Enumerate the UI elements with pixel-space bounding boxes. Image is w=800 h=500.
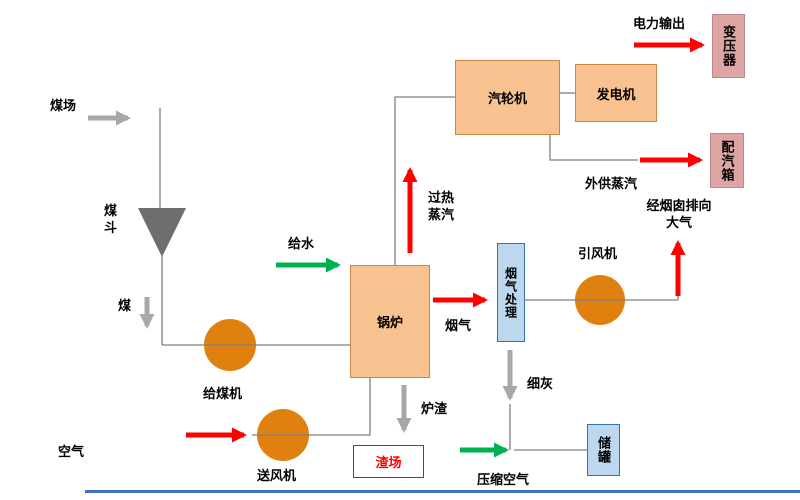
steam-turbine-box: 汽轮机 [455, 60, 560, 135]
fine-ash-label: 细灰 [527, 376, 554, 391]
superheated-steam-label: 过热 蒸汽 [428, 190, 455, 222]
chimney-exhaust-label: 经烟囱排向 大气 [646, 198, 712, 230]
treatment-to-chimney-line [525, 296, 679, 301]
turbine-to-steam-box-line [549, 135, 638, 161]
coal-label: 煤 [118, 298, 132, 313]
coal-feeder-label: 给煤机 [203, 386, 243, 401]
external-steam-label: 外供蒸汽 [585, 176, 638, 191]
generator-box: 发电机 [575, 64, 657, 122]
coal-hopper-label: 煤 斗 [104, 203, 118, 235]
feed-water-label: 给水 [288, 236, 315, 251]
boiler-to-turbine-line [394, 96, 455, 265]
slag-label: 炉渣 [421, 401, 448, 416]
fan-to-boiler-line [252, 378, 371, 436]
compressed-air-label: 压缩空气 [477, 472, 530, 487]
flue-gas-treatment-box: 烟气处理 [497, 243, 525, 342]
bottom-border-line [85, 490, 800, 493]
power-output-label: 电力输出 [633, 16, 686, 31]
coal-hopper-funnel [138, 208, 186, 257]
coal-yard-label: 煤场 [50, 98, 77, 113]
flue-gas-label: 烟气 [445, 318, 472, 333]
transformer-box: 变压器 [712, 14, 745, 78]
steam-distribution-box: 配汽箱 [710, 133, 744, 188]
forced-draft-fan-label: 送风机 [257, 468, 297, 483]
storage-tank-box: 储罐 [587, 424, 620, 476]
air-label: 空气 [58, 444, 85, 459]
induced-draft-fan-label: 引风机 [578, 246, 618, 261]
boiler-box: 锅炉 [350, 265, 430, 378]
slag-yard-box: 渣场 [353, 445, 424, 478]
